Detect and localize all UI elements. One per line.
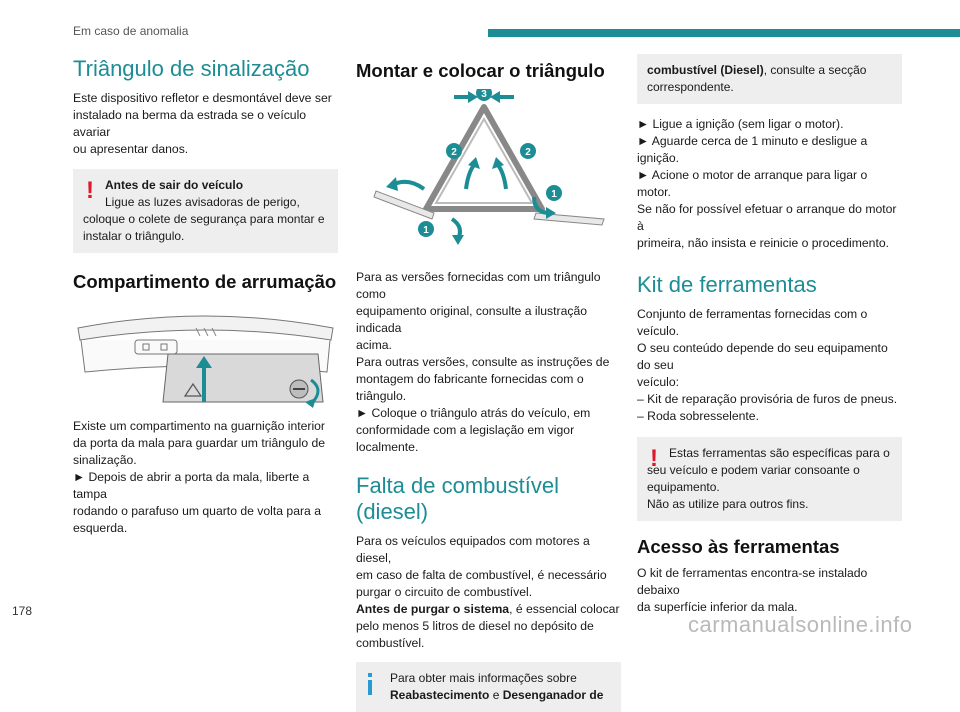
info-continued-rest: , consulte a secção correspondente.	[647, 63, 867, 94]
callout-2-left-label: 2	[451, 147, 457, 158]
fuel-text-part1: Para os veículos equipados com motores a…	[356, 534, 607, 599]
info-text-part1: Para obter mais informações sobre	[390, 671, 577, 685]
tool-access-text: O kit de ferramentas encontra-se instala…	[637, 566, 868, 614]
info-bold-1: Reabastecimento	[390, 688, 490, 702]
warning-title: Antes de sair do veículo	[105, 178, 244, 192]
header-accent-bar	[488, 29, 960, 37]
callout-3-label: 3	[481, 89, 487, 100]
tool-kit-text: Conjunto de ferramentas fornecidas com o…	[637, 307, 898, 423]
title-fuel-shortage: Falta de combustível (diesel)	[356, 473, 559, 524]
warning-text: Ligue as luzes avisadoras de perigo, col…	[83, 195, 325, 243]
callout-3	[476, 89, 492, 101]
title-tool-access: Acesso às ferramentas	[637, 536, 840, 557]
triangle-illustration: 3 2 2 1 1	[356, 89, 621, 259]
title-assemble-triangle: Montar e colocar o triângulo	[356, 60, 605, 81]
callout-2-right	[520, 143, 536, 159]
callout-2-left	[446, 143, 462, 159]
callout-1-right-label: 1	[551, 189, 557, 200]
intro-text: Este dispositivo refletor e desmontável …	[73, 91, 332, 156]
title-tool-kit: Kit de ferramentas	[637, 272, 817, 297]
callout-1-left	[418, 221, 434, 237]
info-continued-text: combustível (Diesel), consulte a secção …	[647, 62, 892, 96]
callout-1-right	[546, 185, 562, 201]
ignition-steps: ► Ligue a ignição (sem ligar o motor). ►…	[637, 117, 897, 250]
info-icon	[368, 673, 372, 695]
storage-illustration	[73, 310, 338, 410]
info-box-continued: combustível (Diesel), consulte a secção …	[637, 54, 902, 104]
info-bold-2: Desenganador de	[502, 688, 604, 702]
tool-warning-text: Estas ferramentas são específicas para o…	[647, 446, 890, 511]
title-storage: Compartimento de arrumação	[73, 271, 337, 292]
warning-box: ! Antes de sair do veículo Ligue as luze…	[73, 169, 338, 253]
column-middle: Montar e colocar o triângulo 3 2	[356, 54, 621, 712]
storage-text: Existe um compartimento na guarnição int…	[73, 419, 326, 535]
column-left: Triângulo de sinalização Este dispositiv…	[73, 54, 338, 537]
callout-2-right-label: 2	[525, 147, 531, 158]
tool-warning-box: ! Estas ferramentas são específicas para…	[637, 437, 902, 521]
warning-icon: !	[86, 177, 94, 204]
fuel-text: Para os veículos equipados com motores a…	[356, 533, 621, 652]
info-connector: e	[489, 688, 503, 702]
callout-1-left-label: 1	[423, 225, 429, 236]
page-number: 178	[12, 604, 33, 618]
column-right: combustível (Diesel), consulte a secção …	[637, 54, 902, 616]
watermark: carmanualsonline.info	[688, 612, 913, 637]
section-header: Em caso de anomalia	[73, 24, 189, 38]
info-continued-bold: combustível (Diesel)	[647, 63, 764, 77]
fuel-bold: Antes de purgar o sistema	[356, 602, 510, 616]
warning-icon: !	[650, 445, 658, 472]
assemble-text: Para as versões fornecidas com um triâng…	[356, 270, 610, 454]
title-warning-triangle: Triângulo de sinalização	[73, 56, 310, 81]
